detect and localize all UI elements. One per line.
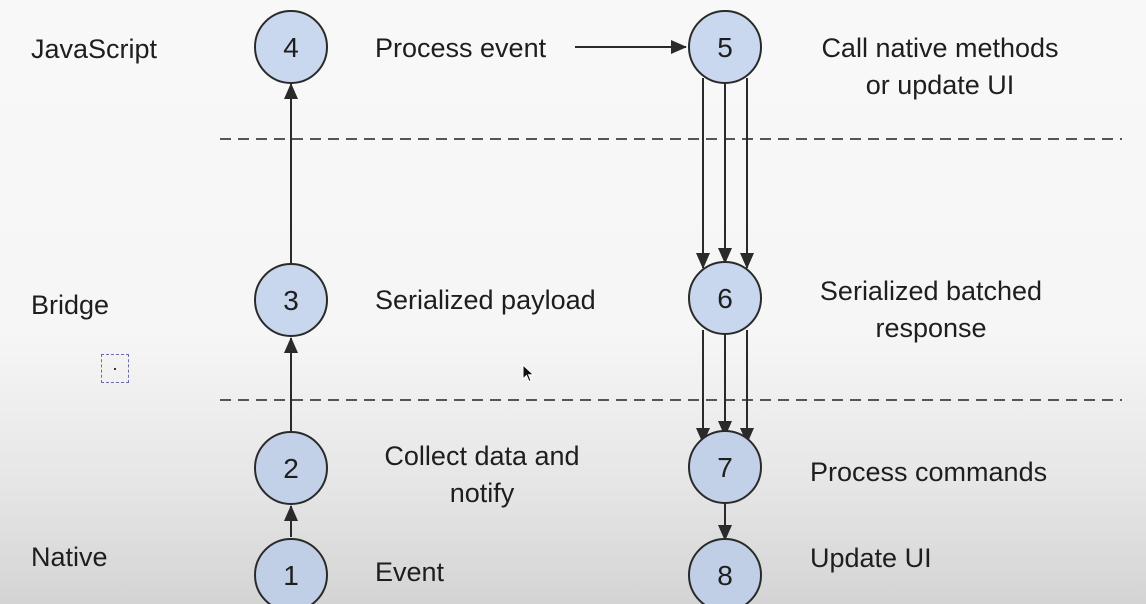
node-8-number: 8 — [717, 560, 733, 591]
node-5-number: 5 — [717, 32, 733, 63]
step-4-description: Process event — [375, 33, 547, 63]
step-7-description: Process commands — [810, 457, 1048, 487]
node-4: 4 — [254, 10, 328, 84]
node-5: 5 — [688, 10, 762, 84]
node-3-number: 3 — [283, 285, 299, 316]
node-8: 8 — [688, 538, 762, 604]
node-1-number: 1 — [283, 560, 299, 591]
mouse-cursor-icon — [522, 364, 535, 383]
node-6-number: 6 — [717, 283, 733, 314]
layer-label-native: Native — [31, 542, 108, 572]
step-8-description: Update UI — [810, 543, 932, 573]
node-4-number: 4 — [283, 32, 299, 63]
node-7: 7 — [688, 430, 762, 504]
step-5-description: Call native methods or update UI — [821, 33, 1059, 100]
selection-marker — [101, 354, 129, 383]
node-1: 1 — [254, 538, 328, 604]
selection-marker-dot — [114, 368, 116, 370]
step-3-description: Serialized payload — [375, 285, 596, 315]
node-7-number: 7 — [717, 452, 733, 483]
step-1-description: Event — [375, 557, 445, 587]
node-2-number: 2 — [283, 453, 299, 484]
layer-label-bridge: Bridge — [31, 290, 110, 320]
node-2: 2 — [254, 431, 328, 505]
layer-label-javascript: JavaScript — [31, 34, 158, 64]
node-6: 6 — [688, 261, 762, 335]
step-2-description: Collect data and notify — [384, 441, 580, 508]
step-6-description: Serialized batched response — [819, 276, 1043, 343]
node-3: 3 — [254, 263, 328, 337]
